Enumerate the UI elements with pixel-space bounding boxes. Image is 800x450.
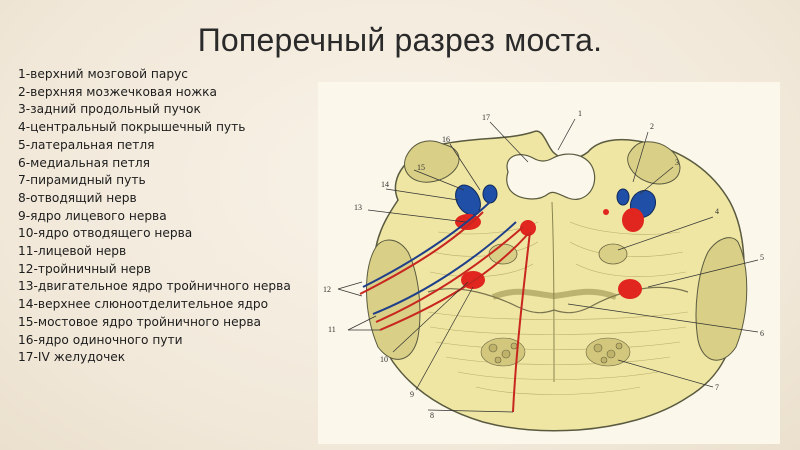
label-15: 15 [417, 163, 425, 172]
blue-nucleus-left-b [482, 184, 498, 204]
abducens-nucleus-left [520, 220, 536, 236]
legend-item: 1-верхний мозговой парус [18, 67, 188, 81]
legend-list: 1-верхний мозговой парус 2-верхняя мозже… [18, 66, 313, 367]
label-17: 17 [482, 113, 490, 122]
legend-item: 10-ядро отводящего нерва [18, 226, 193, 241]
legend-item: 13-двигательное ядро тройничного нерва [18, 279, 291, 294]
pons-diagram: 1 17 2 3 4 5 6 7 16 15 14 13 12 11 10 9 … [323, 109, 764, 432]
pons-cross-section-figure: 1 17 2 3 4 5 6 7 16 15 14 13 12 11 10 9 … [318, 82, 780, 444]
label-6: 6 [760, 329, 764, 338]
red-dot-right [603, 209, 609, 215]
legend-item: 15-мостовое ядро тройничного нерва [18, 314, 261, 329]
central-tegmental-left [488, 243, 518, 265]
label-2: 2 [650, 122, 654, 131]
label-8: 8 [430, 411, 434, 420]
label-4: 4 [715, 207, 719, 216]
midline-raphe [551, 201, 555, 383]
fourth-ventricle [506, 153, 596, 200]
legend-item: 14-верхнее слюноотделительное ядро [18, 297, 269, 312]
blue-nucleus-right-b [616, 188, 630, 206]
legend-item: 2-верхняя мозжечковая ножка [18, 84, 218, 99]
pyramidal-tract-left [480, 337, 526, 367]
legend-item: 17-IV желудочек [18, 350, 126, 365]
legend-item: 11-лицевой нерв [18, 244, 127, 259]
label-9: 9 [410, 390, 414, 399]
legend-item: 3-задний продольный пучок [18, 102, 201, 117]
label-13: 13 [354, 203, 362, 212]
leader-lines [337, 118, 759, 413]
legend-item: 7-пирамидный путь [18, 173, 146, 188]
red-nucleus-right-upper [622, 208, 644, 232]
slide-title: Поперечный разрез моста. [197, 22, 603, 58]
legend-item: 16-ядро одиночного пути [18, 332, 183, 347]
pyramidal-tract-right [585, 337, 631, 367]
medial-lemniscus [491, 288, 618, 300]
label-16: 16 [442, 135, 450, 144]
legend-item: 5-латеральная петля [18, 137, 155, 152]
label-12: 12 [323, 285, 331, 294]
label-7: 7 [715, 383, 719, 392]
legend-item: 12-тройничный нерв [18, 261, 151, 276]
label-3: 3 [675, 158, 679, 167]
label-10: 10 [380, 355, 388, 364]
red-nucleus-right-lateral [618, 279, 642, 299]
legend-item: 4-центральный покрышечный путь [18, 120, 246, 135]
legend-item: 6-медиальная петля [18, 155, 150, 170]
legend-item: 8-отводящий нерв [18, 190, 137, 205]
legend-item: 9-ядро лицевого нерва [18, 208, 167, 223]
label-5: 5 [760, 253, 764, 262]
label-1: 1 [578, 109, 582, 118]
label-11: 11 [328, 325, 336, 334]
right-top-lobe [627, 141, 681, 185]
nerve-fibers [359, 201, 531, 413]
right-peduncle [695, 237, 748, 361]
central-tegmental-right [598, 243, 628, 265]
label-14: 14 [381, 180, 389, 189]
